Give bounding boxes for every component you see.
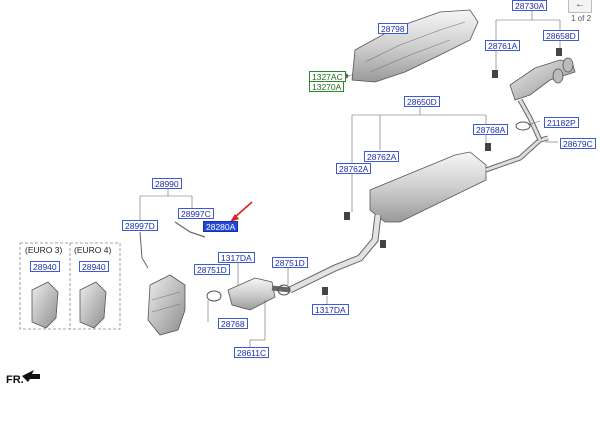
back-button[interactable]: ← bbox=[568, 0, 592, 13]
part-label-13270A[interactable]: 13270A bbox=[309, 81, 345, 92]
main-muffler bbox=[369, 98, 549, 223]
part-label-28997D[interactable]: 28997D bbox=[122, 220, 158, 231]
euro3-manifold bbox=[31, 281, 59, 329]
part-label-28751D-right[interactable]: 28751D bbox=[272, 257, 308, 268]
pointer-arrow bbox=[230, 201, 253, 222]
part-label-28997C[interactable]: 28997C bbox=[178, 208, 214, 219]
part-label-28940-euro3[interactable]: 28940 bbox=[30, 261, 60, 272]
front-direction-label: FR. bbox=[6, 374, 24, 386]
part-label-28761A[interactable]: 28761A bbox=[485, 40, 521, 51]
arrow-left-icon: ← bbox=[575, 0, 585, 10]
part-label-28730A[interactable]: 28730A bbox=[512, 0, 548, 11]
part-label-28990[interactable]: 28990 bbox=[152, 178, 182, 189]
part-label-28940-euro4[interactable]: 28940 bbox=[79, 261, 109, 272]
heat-shield bbox=[351, 9, 479, 83]
euro4-manifold bbox=[79, 281, 107, 329]
euro3-label: (EURO 3) bbox=[24, 245, 64, 255]
part-label-28762A-upper[interactable]: 28762A bbox=[364, 151, 400, 162]
part-label-28658D[interactable]: 28658D bbox=[543, 30, 579, 41]
part-label-28762A-lower[interactable]: 28762A bbox=[336, 163, 372, 174]
part-label-28798[interactable]: 28798 bbox=[378, 23, 408, 34]
tail-pipe bbox=[509, 57, 576, 101]
part-label-1317DA-upper[interactable]: 1317DA bbox=[218, 252, 255, 263]
front-direction-icon bbox=[22, 370, 40, 382]
part-label-21182P[interactable]: 21182P bbox=[544, 117, 579, 128]
catalytic-converter bbox=[227, 277, 291, 311]
part-label-28280A-selected[interactable]: 28280A bbox=[203, 221, 239, 232]
part-label-28679C[interactable]: 28679C bbox=[560, 138, 596, 149]
oxygen-sensor-front bbox=[139, 231, 149, 269]
gasket bbox=[206, 121, 531, 302]
part-label-28768A-right[interactable]: 28768A bbox=[473, 124, 509, 135]
part-label-28611C[interactable]: 28611C bbox=[234, 347, 270, 358]
hanger-rubber bbox=[322, 48, 562, 295]
center-pipe bbox=[288, 214, 382, 294]
part-label-28751D-left[interactable]: 28751D bbox=[194, 264, 230, 275]
page-indicator: 1 of 2 bbox=[571, 14, 592, 23]
oxygen-sensor-rear bbox=[174, 221, 206, 238]
exhaust-manifold bbox=[147, 274, 186, 336]
part-label-28768-left[interactable]: 28768 bbox=[218, 318, 248, 329]
euro4-label: (EURO 4) bbox=[73, 245, 113, 255]
part-label-28650D[interactable]: 28650D bbox=[404, 96, 440, 107]
part-label-1317DA-lower[interactable]: 1317DA bbox=[312, 304, 349, 315]
leader-lines bbox=[139, 10, 561, 347]
